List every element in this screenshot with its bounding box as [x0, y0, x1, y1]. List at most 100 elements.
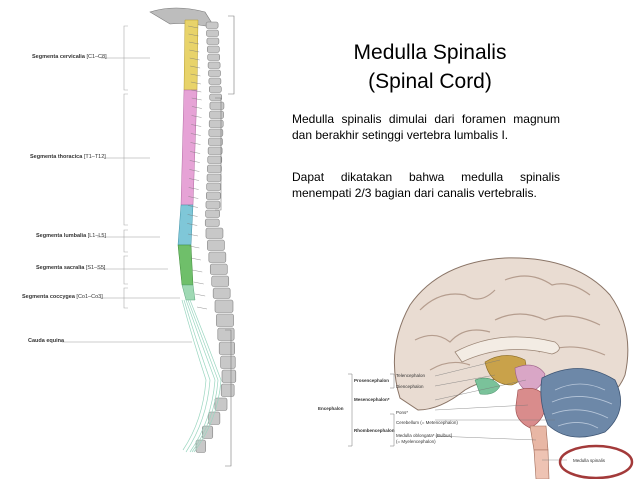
nerve-root: [196, 306, 208, 310]
nerve-root: [189, 49, 200, 53]
nerve-root: [191, 106, 202, 109]
cord-lumbar: [177, 204, 194, 246]
vertebra: [208, 128, 224, 137]
vertebra: [212, 287, 231, 299]
medulla-spinalis-highlight: [558, 444, 634, 479]
nerve-root: [193, 281, 204, 285]
vertebra: [209, 93, 222, 101]
cauda-equina-label: Cauda equina: [28, 338, 65, 344]
vertebrae-column: [195, 21, 237, 453]
vertebra: [207, 61, 221, 69]
brain-figure: Telencephalon Diencephalon Prosencephalo…: [290, 250, 638, 479]
nerve-root: [188, 187, 199, 190]
cord-cervical: [183, 19, 199, 91]
nerve-root: [187, 205, 198, 208]
vertebra: [206, 173, 222, 182]
vertebra: [207, 45, 220, 53]
brain-leader-lines: [434, 359, 567, 461]
vertebra: [220, 383, 235, 397]
vertebra: [216, 313, 234, 327]
nerve-root: [189, 169, 200, 172]
nerve-root: [190, 142, 201, 145]
segment-label-coccygeal: Segmenta coccygea [Co1–Co3]: [22, 294, 103, 300]
vertebra: [206, 191, 221, 200]
nerve-root: [190, 133, 201, 136]
label-rhombencephalon: Rhombencephalon: [354, 428, 395, 433]
nerve-root: [192, 269, 203, 273]
hypothalamus: [474, 377, 501, 395]
vertebra: [209, 85, 222, 93]
nerve-root: [189, 178, 200, 181]
brain-brackets: [348, 373, 395, 447]
vertebra: [208, 69, 221, 77]
nerve-root: [189, 160, 200, 163]
spine-figure: Segmenta cervicalia [C1–C8] Segmenta tho…: [0, 0, 260, 479]
segment-label-lumbar: Segmenta lumbalia [L1–L5]: [36, 233, 107, 239]
spinal-cord: [533, 449, 550, 479]
nerve-root: [191, 97, 202, 101]
vertebra: [205, 200, 221, 209]
nerve-root: [190, 151, 201, 154]
cord-sacral: [177, 244, 194, 286]
vertebra: [207, 239, 225, 251]
nerve-roots: [187, 25, 208, 310]
title-line-1: Medulla Spinalis: [353, 41, 507, 64]
nerve-root: [190, 257, 201, 261]
nerve-root: [190, 65, 201, 69]
label-medulla-spinalis: Medulla spinalis: [573, 458, 606, 463]
nerve-root: [195, 293, 206, 297]
vertebra: [207, 164, 222, 173]
label-medulla-oblongata: Medulla oblongata* [Bulbus]: [396, 433, 453, 438]
vertebra: [204, 218, 220, 227]
vertebra: [207, 155, 223, 164]
mesencephalon: [514, 364, 546, 393]
vertebra: [220, 355, 236, 369]
nerve-root: [188, 196, 199, 199]
label-diencephalon: Diencephalon: [396, 384, 424, 389]
nerve-root: [187, 233, 198, 237]
nerve-root: [188, 25, 199, 29]
label-mesencephalon: Mesencephalon*: [354, 397, 390, 402]
skull-base: [149, 7, 216, 29]
cerebellum: [540, 368, 622, 438]
cord-coccygeal: [181, 284, 196, 301]
label-cerebellum: Cerebellum (= Metencephalon): [396, 420, 458, 425]
vertebra: [206, 37, 220, 45]
leader-lines: [62, 57, 192, 343]
paragraph-2: Dapat dikatakan bahwa medulla spinalis m…: [292, 170, 560, 200]
vertebra: [205, 209, 220, 218]
segment-brackets: [215, 15, 235, 467]
nerve-root: [187, 214, 198, 217]
vertebra: [208, 251, 227, 263]
vertebra: [221, 369, 237, 383]
nerve-root: [190, 73, 201, 77]
vertebra: [207, 53, 220, 61]
vertebra: [209, 101, 225, 110]
nerve-root: [187, 223, 198, 226]
nerve-root: [189, 57, 200, 61]
pons: [515, 388, 547, 429]
slide-title: Medulla Spinalis (Spinal Cord): [300, 40, 560, 95]
left-brackets: [123, 25, 128, 309]
brain-illustration: [348, 257, 634, 479]
vertebra: [208, 137, 223, 146]
cerebellum-folia: [551, 383, 613, 429]
label-prosencephalon: Prosencephalon: [354, 378, 390, 383]
segment-label-cervical: Segmenta cervicalia [C1–C8]: [32, 54, 107, 60]
segment-label-thoracic: Segmenta thoracica [T1–T12]: [30, 154, 106, 160]
vertebra: [207, 146, 223, 155]
label-myelencephalon: (= Myelencephalon): [396, 439, 436, 444]
vertebra: [208, 77, 222, 85]
vertebra: [209, 263, 228, 275]
vertebra: [205, 227, 224, 239]
vertebra: [205, 21, 219, 29]
label-encephalon: Encephalon: [318, 406, 344, 411]
nerve-root: [191, 89, 202, 93]
segment-label-sacral: Segmenta sacralia [S1–S5]: [36, 265, 106, 271]
nerve-root: [188, 33, 199, 37]
nerve-root: [191, 115, 202, 118]
vertebra: [214, 299, 234, 313]
vertebra: [208, 119, 224, 128]
vertebra: [217, 327, 235, 341]
nerve-root: [189, 245, 200, 249]
